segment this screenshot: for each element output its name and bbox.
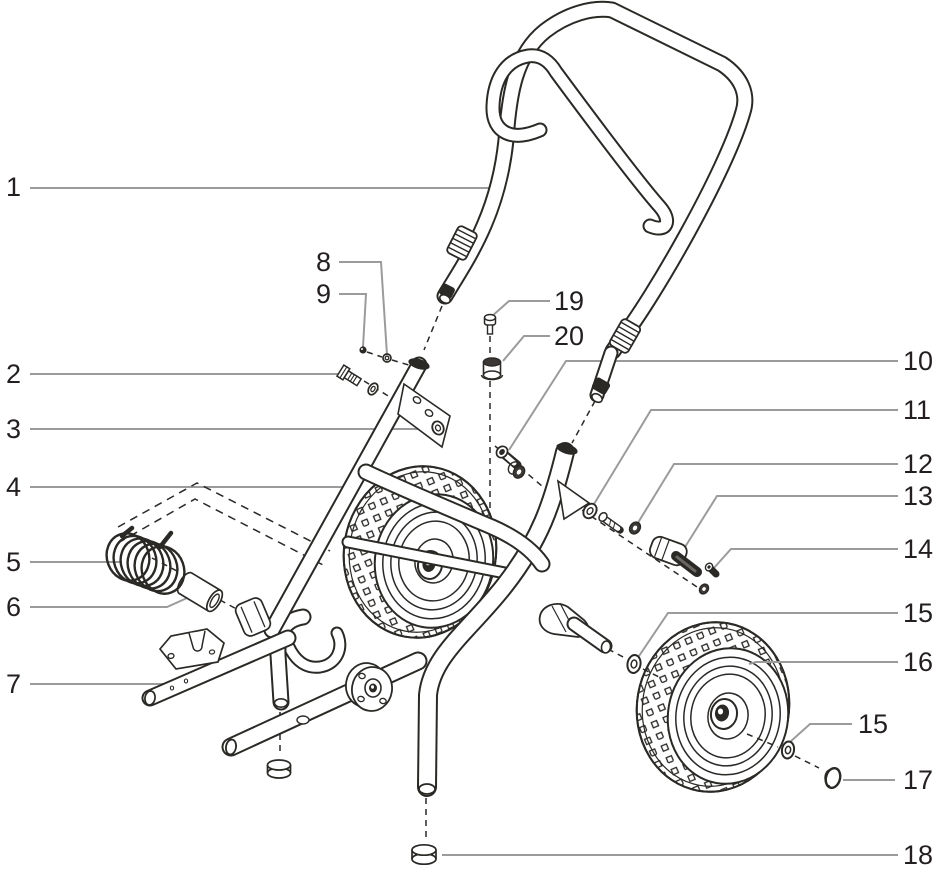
handle-main-tube	[436, 0, 754, 360]
foot-caps	[266, 759, 437, 866]
right-tube-collar	[591, 377, 611, 395]
left-handle-insert-dash	[423, 305, 443, 351]
leader-line-16	[748, 661, 898, 665]
gusset-hole	[412, 395, 422, 405]
clevis-fork	[158, 628, 225, 670]
tube-clamp	[234, 597, 272, 637]
foot-cap-18	[411, 843, 437, 866]
leader-line-12	[635, 463, 898, 527]
right-gusset-plate	[556, 479, 591, 521]
leader-line-13	[679, 495, 898, 556]
bolt-2	[335, 364, 363, 387]
leader-line-8	[339, 261, 388, 356]
leader-line-11	[590, 409, 898, 510]
right-socket-top	[556, 443, 578, 455]
bolt-12	[598, 511, 624, 534]
screw-8-9-dash	[366, 351, 413, 367]
hub-cap-17	[824, 766, 842, 790]
kickstand-parts	[105, 525, 297, 707]
leader-line-9	[339, 293, 368, 348]
leader-line-15	[789, 723, 852, 743]
left-socket-top	[408, 358, 430, 370]
screw-14	[704, 562, 720, 578]
right-tube-tip	[591, 392, 603, 404]
mounting-plane-dash	[117, 482, 331, 568]
front-leg-end	[273, 697, 289, 708]
leader-line-10	[508, 360, 898, 451]
base-tube-end	[225, 738, 237, 756]
bushing-6	[176, 571, 224, 613]
right-leg-end	[418, 783, 436, 795]
bushing-20	[480, 357, 504, 381]
left-gusset-plate	[397, 382, 451, 449]
right-wheel	[635, 621, 791, 793]
left-grip-ring	[446, 225, 478, 261]
spring-5	[105, 525, 186, 595]
pull-handle-4	[357, 463, 551, 573]
right-grip-ring	[608, 318, 642, 354]
leader-line-6	[30, 593, 197, 608]
hardware	[335, 313, 842, 790]
screw-9	[359, 346, 367, 354]
leader-line-14	[712, 548, 898, 570]
left-tube-tip	[439, 293, 451, 305]
right-handle-insert-dash	[571, 400, 596, 444]
screw-19	[483, 313, 497, 335]
leader-line-19	[490, 300, 550, 318]
cam-lock-lever-13	[649, 535, 702, 577]
handle-assembly-1	[436, 0, 754, 404]
callout-leader-lines	[30, 187, 898, 856]
leader-line-20	[502, 335, 550, 362]
gusset-hole	[424, 408, 434, 418]
foot-cap-front	[266, 759, 292, 779]
base-plug	[296, 715, 310, 725]
bolt-10	[495, 445, 522, 470]
leader-line-15	[638, 612, 898, 657]
